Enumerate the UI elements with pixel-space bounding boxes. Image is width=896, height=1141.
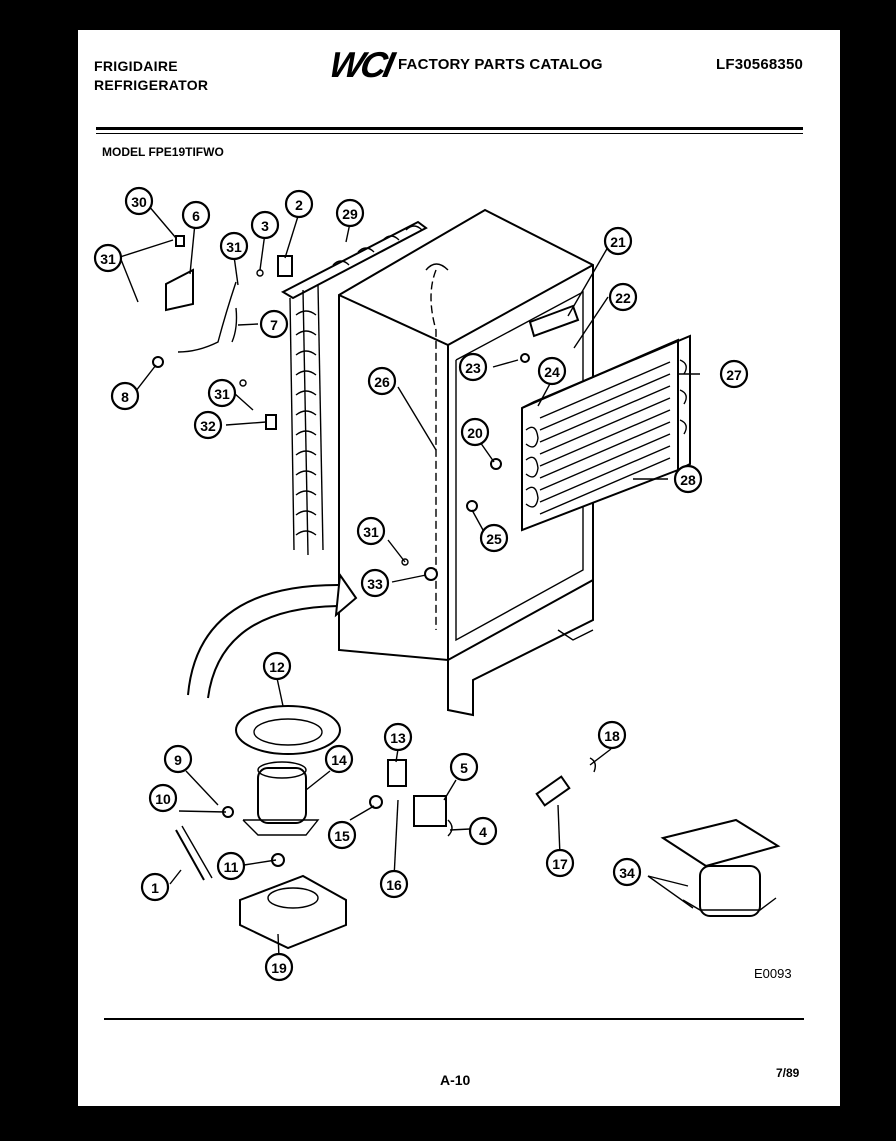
callout-31: 31 [356,516,386,546]
part-sketches [152,235,781,950]
callout-label: 30 [131,194,147,210]
callout-21: 21 [603,226,633,256]
callout-16: 16 [379,869,409,899]
callout-14: 14 [324,744,354,774]
callout-31: 31 [219,231,249,261]
footer-rule [104,1018,804,1020]
callout-label: 32 [200,418,216,434]
callout-label: 3 [261,218,269,234]
callout-label: 18 [604,728,620,744]
callout-label: 11 [224,859,239,875]
callout-8: 8 [110,381,140,411]
callout-label: 27 [726,367,742,383]
callout-26: 26 [367,366,397,396]
callout-label: 34 [619,865,635,881]
product-type: REFRIGERATOR [94,77,209,93]
callout-31: 31 [207,378,237,408]
page-number: A-10 [440,1072,471,1088]
callout-3: 3 [250,210,280,240]
callout-20: 20 [460,417,490,447]
callout-2: 2 [284,189,314,219]
callout-label: 23 [465,360,481,376]
callout-label: 1 [151,880,159,896]
callout-label: 12 [269,659,285,675]
callout-18: 18 [597,720,627,750]
callout-label: 24 [544,364,560,380]
catalog-title: FACTORY PARTS CATALOG [398,56,603,73]
callout-label: 31 [363,524,379,540]
callout-32: 32 [193,410,223,440]
callout-label: 15 [334,828,350,844]
callout-label: 31 [100,251,116,267]
header-rule-thin [96,133,803,134]
print-date: 7/89 [776,1066,800,1080]
callout-label: 26 [374,374,390,390]
callout-label: 25 [486,531,502,547]
callout-28: 28 [673,464,703,494]
callout-4: 4 [468,816,498,846]
callout-label: 29 [342,206,358,222]
callout-label: 20 [467,425,483,441]
callout-23: 23 [458,352,488,382]
callout-label: 10 [155,791,171,807]
leader-lines [119,204,700,959]
header-rule [96,127,803,130]
brand-name: FRIGIDAIRE [94,58,178,74]
drawing-code: E0093 [754,966,792,981]
exploded-parts-diagram: 3063132293178313226212223242720282531331… [93,186,781,982]
callout-label: 2 [295,197,303,213]
callout-label: 7 [270,317,278,333]
callout-label: 31 [226,239,242,255]
callout-label: 22 [615,290,631,306]
callout-label: 6 [192,208,200,224]
callout-label: 5 [460,760,468,776]
catalog-page: FRIGIDAIRE REFRIGERATOR WCI FACTORY PART… [78,30,840,1106]
condenser-coil-drawing [280,220,428,556]
callout-11: 11 [216,851,246,881]
assembly-arrow [187,572,358,699]
callout-17: 17 [545,848,575,878]
callout-30: 30 [124,186,154,216]
callout-label: 28 [680,472,696,488]
callout-label: 31 [214,386,230,402]
callout-34: 34 [612,857,642,887]
callout-label: 19 [271,960,287,976]
callout-13: 13 [383,722,413,752]
callout-label: 17 [552,856,568,872]
callout-label: 4 [479,824,487,840]
callout-6: 6 [181,200,211,230]
catalog-number: LF30568350 [716,56,804,73]
callout-label: 14 [331,752,347,768]
callout-label: 16 [386,877,402,893]
callout-9: 9 [163,744,193,774]
callout-1: 1 [140,872,170,902]
callout-19: 19 [264,952,294,982]
callout-31: 31 [93,243,123,273]
callout-15: 15 [327,820,357,850]
callout-7: 7 [259,309,289,339]
callout-25: 25 [479,523,509,553]
callout-24: 24 [537,356,567,386]
callout-27: 27 [719,359,749,389]
evaporator-drawing [521,334,691,532]
callout-5: 5 [449,752,479,782]
model-label: MODEL FPE19TIFWO [102,145,224,159]
callout-label: 13 [390,730,406,746]
callout-label: 9 [174,752,182,768]
callout-label: 8 [121,389,129,405]
callout-label: 21 [610,234,626,250]
callout-12: 12 [262,651,292,681]
callout-33: 33 [360,568,390,598]
callout-29: 29 [335,198,365,228]
callout-10: 10 [148,783,178,813]
callout-label: 33 [367,576,383,592]
callout-22: 22 [608,282,638,312]
